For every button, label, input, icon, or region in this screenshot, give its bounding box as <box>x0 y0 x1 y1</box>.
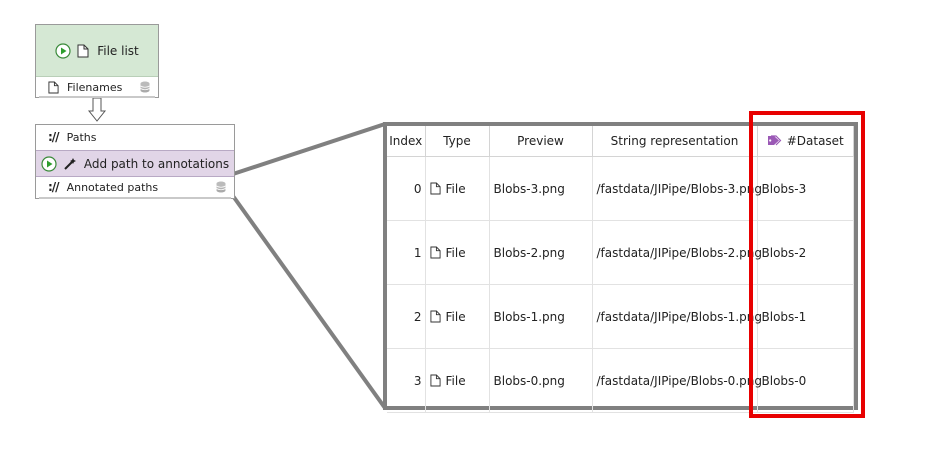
cell-preview: Blobs-3.png <box>489 156 593 221</box>
file-list-node-header[interactable]: File list <box>36 25 158 77</box>
cell-dataset: Blobs-1 <box>757 284 854 349</box>
cell-preview: Blobs-2.png <box>489 220 593 285</box>
paths-slot-label: Paths <box>66 130 97 144</box>
cell-string-representation: /fastdata/JIPipe/Blobs-1.png <box>592 284 762 349</box>
run-icon[interactable] <box>55 42 71 59</box>
magic-wand-icon <box>64 157 76 170</box>
file-list-node[interactable]: File list Filenames <box>35 24 159 98</box>
cell-type: File <box>425 220 490 285</box>
cell-dataset: Blobs-3 <box>757 156 854 221</box>
type-label: File <box>445 373 466 388</box>
column-header-type[interactable]: Type <box>425 126 490 157</box>
column-header-index[interactable]: Index <box>387 126 426 157</box>
add-path-node[interactable]: :// Paths Add path to annotations :// An… <box>35 124 235 199</box>
file-icon <box>77 44 89 57</box>
cell-index: 1 <box>387 220 426 285</box>
cell-preview: Blobs-1.png <box>489 284 593 349</box>
cell-type: File <box>425 284 490 349</box>
type-label: File <box>445 309 466 324</box>
annotated-paths-output-slot[interactable]: :// Annotated paths <box>36 176 234 199</box>
file-icon <box>429 374 441 387</box>
filenames-slot-label: Filenames <box>67 80 123 94</box>
cell-string-representation: /fastdata/JIPipe/Blobs-0.png <box>592 348 762 413</box>
table-row[interactable]: 3 File Blobs-0.png /fastdata/JIPipe/Blob… <box>387 348 854 413</box>
table-header-row: Index Type Preview String representation… <box>387 126 854 157</box>
zoom-line-top <box>232 122 386 176</box>
run-icon[interactable] <box>41 155 57 172</box>
cell-type: File <box>425 348 490 413</box>
slot-underline <box>39 96 155 98</box>
cell-index: 2 <box>387 284 426 349</box>
cell-dataset: Blobs-0 <box>757 348 854 413</box>
data-table: Index Type Preview String representation… <box>387 126 854 413</box>
column-header-preview[interactable]: Preview <box>489 126 593 157</box>
type-label: File <box>445 245 466 260</box>
table-row[interactable]: 2 File Blobs-1.png /fastdata/JIPipe/Blob… <box>387 284 854 349</box>
protocol-icon: :// <box>48 180 60 194</box>
protocol-icon: :// <box>48 130 60 144</box>
cell-string-representation: /fastdata/JIPipe/Blobs-3.png <box>592 156 762 221</box>
filenames-output-slot[interactable]: Filenames <box>36 77 158 98</box>
cell-index: 0 <box>387 156 426 221</box>
file-icon <box>429 310 441 323</box>
table-row[interactable]: 0 File Blobs-3.png /fastdata/JIPipe/Blob… <box>387 156 854 221</box>
file-list-node-title: File list <box>97 43 139 58</box>
cell-index: 3 <box>387 348 426 413</box>
table-row[interactable]: 1 File Blobs-2.png /fastdata/JIPipe/Blob… <box>387 220 854 285</box>
flow-arrow <box>87 97 107 122</box>
type-label: File <box>445 181 466 196</box>
cell-dataset: Blobs-2 <box>757 220 854 285</box>
add-path-node-header[interactable]: Add path to annotations <box>36 150 234 177</box>
cell-type: File <box>425 156 490 221</box>
add-path-node-title: Add path to annotations <box>83 156 230 171</box>
data-table-zoom: Index Type Preview String representation… <box>383 122 858 413</box>
slot-underline <box>39 197 231 199</box>
column-header-string-representation[interactable]: String representation <box>592 126 758 157</box>
file-icon <box>429 182 441 195</box>
zoom-line-bottom <box>231 194 387 410</box>
file-icon <box>48 81 59 93</box>
annotated-paths-slot-label: Annotated paths <box>66 180 159 194</box>
database-icon[interactable] <box>140 81 150 93</box>
dataset-header-label: #Dataset <box>786 134 844 148</box>
tag-icon <box>767 135 782 146</box>
cell-preview: Blobs-0.png <box>489 348 593 413</box>
column-header-dataset[interactable]: #Dataset <box>757 126 854 157</box>
file-icon <box>429 246 441 259</box>
cell-string-representation: /fastdata/JIPipe/Blobs-2.png <box>592 220 762 285</box>
database-icon[interactable] <box>216 181 226 193</box>
paths-input-slot[interactable]: :// Paths <box>36 125 234 149</box>
